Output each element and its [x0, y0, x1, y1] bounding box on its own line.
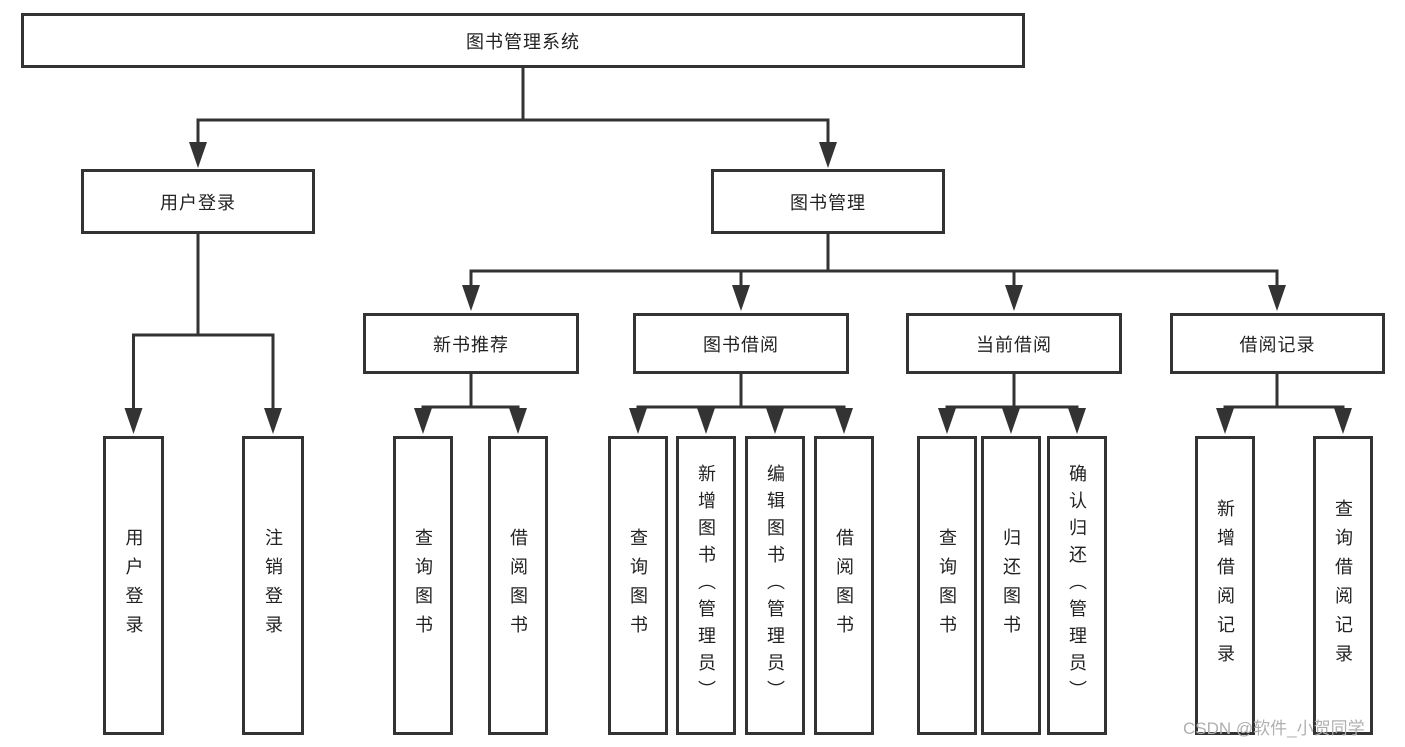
leaf-return-books-label: 归还图书	[1001, 527, 1021, 644]
node-user-login-label: 用户登录	[160, 192, 236, 213]
node-borrowing-records-label: 借阅记录	[1239, 334, 1316, 355]
leaf-borrow-books-recommend-label: 借阅图书	[508, 527, 528, 644]
node-book-borrowing: 图书借阅	[633, 313, 849, 374]
leaf-borrow-books: 借阅图书	[814, 436, 874, 735]
node-borrowing-records: 借阅记录	[1170, 313, 1385, 374]
leaf-query-books-borrowing-label: 查询图书	[628, 527, 648, 644]
csdn-watermark: CSDN @软件_小贺同学	[1183, 719, 1365, 738]
leaf-edit-books-admin-label: 编辑图书（管理员）	[765, 464, 785, 707]
node-book-borrowing-label: 图书借阅	[703, 334, 779, 355]
leaf-query-books-recommend-label: 查询图书	[413, 527, 433, 644]
node-current-borrowing-label: 当前借阅	[976, 334, 1052, 355]
leaf-user-login: 用户登录	[103, 436, 164, 735]
leaf-user-login-label: 用户登录	[123, 527, 144, 644]
leaf-return-books: 归还图书	[981, 436, 1041, 735]
leaf-borrow-books-recommend: 借阅图书	[488, 436, 548, 735]
leaf-edit-books-admin: 编辑图书（管理员）	[745, 436, 805, 735]
leaf-borrow-books-label: 借阅图书	[834, 527, 854, 644]
leaf-query-books-borrowing: 查询图书	[608, 436, 668, 735]
node-book-management-label: 图书管理	[790, 192, 866, 213]
leaf-add-borrow-record: 新增借阅记录	[1195, 436, 1255, 735]
leaf-confirm-return-admin: 确认归还（管理员）	[1047, 436, 1107, 735]
leaf-query-books-recommend: 查询图书	[393, 436, 453, 735]
arrowheads	[124, 142, 1352, 434]
node-new-book-recommendation: 新书推荐	[363, 313, 579, 374]
leaf-logout-label: 注销登录	[263, 527, 283, 644]
leaf-add-books-admin-label: 新增图书（管理员）	[696, 464, 716, 707]
leaf-query-borrow-record: 查询借阅记录	[1313, 436, 1373, 735]
node-root-system: 图书管理系统	[21, 13, 1025, 68]
leaf-query-borrow-record-label: 查询借阅记录	[1333, 498, 1353, 673]
leaf-add-books-admin: 新增图书（管理员）	[676, 436, 736, 735]
node-new-book-recommendation-label: 新书推荐	[433, 334, 509, 355]
leaf-confirm-return-admin-label: 确认归还（管理员）	[1067, 464, 1087, 707]
node-current-borrowing: 当前借阅	[906, 313, 1122, 374]
leaf-query-books-current: 查询图书	[917, 436, 977, 735]
node-user-login: 用户登录	[81, 169, 315, 234]
leaf-add-borrow-record-label: 新增借阅记录	[1215, 498, 1235, 673]
node-root-system-label: 图书管理系统	[466, 31, 580, 52]
node-book-management: 图书管理	[711, 169, 945, 234]
leaf-logout: 注销登录	[242, 436, 304, 735]
leaf-query-books-current-label: 查询图书	[937, 527, 957, 644]
